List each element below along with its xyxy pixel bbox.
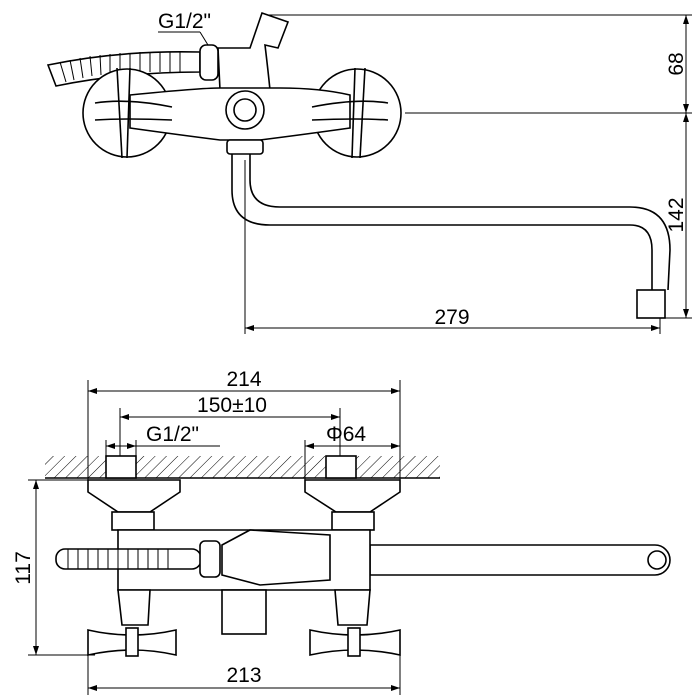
- top-view: 214 150±10 G1/2" Φ64 117: [12, 368, 671, 695]
- dim-arrows: [106, 443, 136, 449]
- spout-stem: [221, 589, 267, 635]
- left-handle-hub: [125, 627, 139, 657]
- diverter-body: [221, 529, 331, 586]
- spout-nut: [226, 139, 264, 155]
- right-valve: [334, 589, 371, 626]
- left-thread: [105, 455, 137, 479]
- left-cross-handle: [94, 67, 173, 159]
- dim-68: 68: [665, 52, 688, 75]
- shower-holder: [217, 11, 290, 91]
- hose-top: [55, 548, 202, 570]
- spout-outer: [231, 150, 653, 290]
- spout-aerator: [636, 289, 666, 319]
- spout-ring-inner: [233, 98, 257, 122]
- left-valve: [117, 589, 151, 626]
- dim-phi64: Φ64: [326, 423, 366, 446]
- thread-label-front: G1/2": [158, 10, 211, 33]
- left-nut: [111, 511, 155, 531]
- left-escutcheon: [87, 479, 181, 513]
- dim-213: 213: [226, 664, 261, 687]
- right-escutcheon: [304, 479, 401, 513]
- right-nut: [331, 511, 375, 531]
- dim-150: 150±10: [197, 394, 267, 417]
- right-cross-handle: [311, 67, 389, 159]
- spout-ring-outer: [225, 90, 265, 130]
- right-thread: [325, 455, 357, 479]
- wall-hatch: [45, 456, 440, 478]
- spout-inner: [249, 150, 671, 291]
- thread-label-top: G1/2": [146, 423, 199, 446]
- dim-142: 142: [665, 197, 688, 232]
- spout-outlet: [647, 550, 667, 570]
- dim-279: 279: [434, 306, 469, 329]
- dim-214: 214: [226, 368, 261, 391]
- diverter-knob: [199, 540, 221, 578]
- right-handle-hub: [347, 627, 361, 657]
- front-view: 68 142 279 G1/2": [46, 10, 692, 334]
- leader-line: [199, 31, 209, 46]
- diverter: [199, 44, 219, 81]
- dim-117: 117: [12, 551, 35, 584]
- spout-top: [369, 544, 671, 576]
